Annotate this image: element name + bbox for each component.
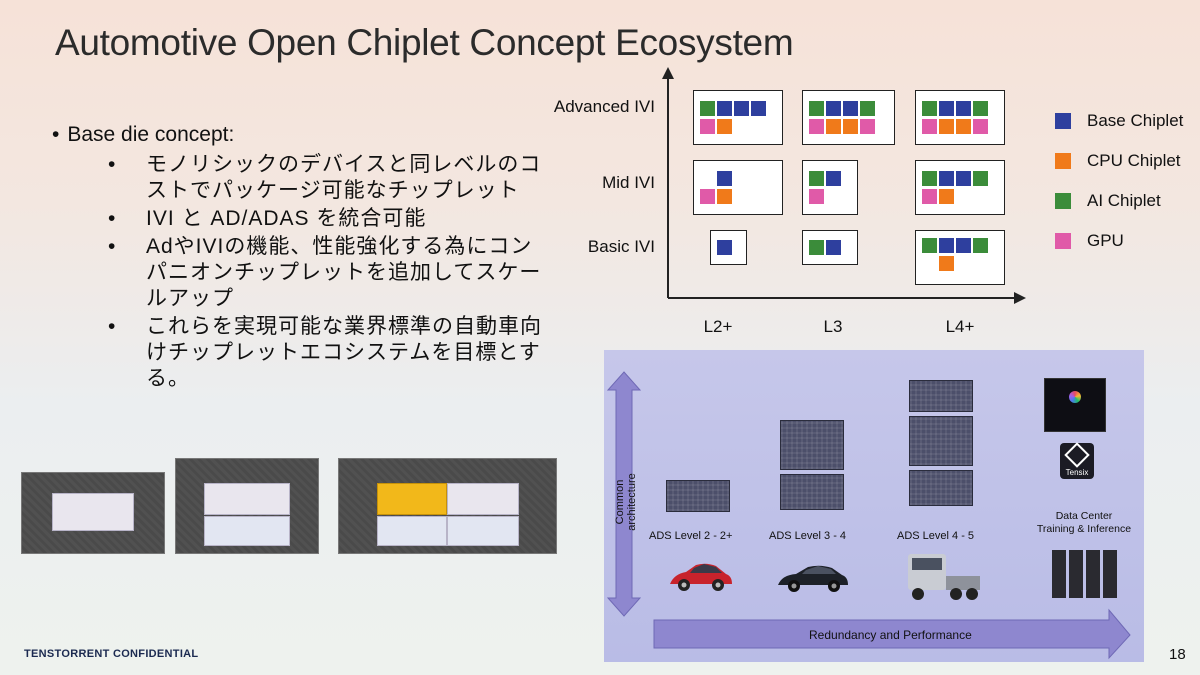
bullet-sub: •モノリシックのデバイスと同レベルのコストでパッケージ可能なチップレット xyxy=(108,153,542,202)
bullet-sub: •これらを実現可能な業界標準の自動車向けチップレットエコシステムを目標とする。 xyxy=(108,315,542,390)
chiplet-matrix: Advanced IVI Mid IVI Basic IVI L2+ L3 L4… xyxy=(530,65,1200,345)
slide-title: Automotive Open Chiplet Concept Ecosyste… xyxy=(55,22,794,63)
black-car-icon xyxy=(778,565,848,592)
matrix-cell xyxy=(710,230,747,265)
row-label: Basic IVI xyxy=(587,237,655,256)
bullet-main: •Base die concept: xyxy=(52,123,235,146)
chip xyxy=(780,474,844,510)
chip-stack xyxy=(909,380,973,506)
panel-arrows xyxy=(606,371,1131,660)
legend-item: Base Chiplet xyxy=(1055,111,1183,131)
chip-stack xyxy=(780,420,844,510)
horizontal-axis-label: Redundancy and Performance xyxy=(809,628,972,642)
matrix-cell xyxy=(802,230,858,265)
tenstorrent-logo-icon xyxy=(1044,378,1106,432)
ads-level-label: ADS Level 4 - 5 xyxy=(897,530,975,542)
bullet-sub: •AdやIVIの機能、性能強化する為にコンパニオンチップレットを追加してスケール… xyxy=(108,235,542,310)
col-label: L3 xyxy=(823,317,843,336)
matrix-cell xyxy=(802,90,895,145)
die-render-2 xyxy=(175,458,319,554)
matrix-cell xyxy=(802,160,858,215)
tensix-logo: Tensix xyxy=(1060,442,1094,479)
die-block xyxy=(204,483,290,515)
bullet-sub: •IVI と AD/ADAS を統合可能 xyxy=(108,207,427,230)
server-rack-icon xyxy=(1052,550,1117,598)
matrix-cell xyxy=(915,160,1005,215)
chip xyxy=(909,416,973,466)
die-block xyxy=(204,516,290,546)
chip xyxy=(909,380,973,412)
page-number: 18 xyxy=(1169,646,1186,663)
legend-item: AI Chiplet xyxy=(1055,191,1161,211)
row-label: Mid IVI xyxy=(602,173,655,192)
ads-level-label: ADS Level 2 - 2+ xyxy=(649,530,733,542)
matrix-cell xyxy=(915,230,1005,285)
datacenter-label: Data Center Training & Inference xyxy=(1036,510,1132,535)
chip-stack xyxy=(666,480,730,512)
chip xyxy=(780,420,844,470)
matrix-cell xyxy=(693,160,783,215)
die-render-3 xyxy=(338,458,557,554)
matrix-cell xyxy=(915,90,1005,145)
truck-icon xyxy=(908,554,980,600)
ads-level-label: ADS Level 3 - 4 xyxy=(769,530,847,542)
bullet-list: •Base die concept: •モノリシックのデバイスと同レベルのコスト… xyxy=(52,122,552,392)
die-block xyxy=(447,483,519,515)
row-label: Advanced IVI xyxy=(553,97,655,116)
die-block xyxy=(52,493,134,531)
die-render-1 xyxy=(21,472,165,554)
col-label: L2+ xyxy=(703,317,733,336)
red-car-icon xyxy=(670,563,732,591)
die-block xyxy=(377,483,447,515)
matrix-cell xyxy=(693,90,783,145)
legend-item: GPU xyxy=(1055,231,1124,251)
chip xyxy=(666,480,730,512)
tensix-logo-icon xyxy=(1064,442,1090,468)
confidential-label: TENSTORRENT CONFIDENTIAL xyxy=(24,648,199,660)
chip xyxy=(909,470,973,506)
die-block xyxy=(377,516,447,546)
die-block xyxy=(447,516,519,546)
col-label: L4+ xyxy=(945,317,975,336)
matrix-axes xyxy=(662,67,1026,304)
legend-item: CPU Chiplet xyxy=(1055,151,1181,171)
vertical-axis-label: Common architecture xyxy=(614,473,638,531)
roadmap-panel: Common architecture Redundancy and Perfo… xyxy=(604,350,1144,662)
